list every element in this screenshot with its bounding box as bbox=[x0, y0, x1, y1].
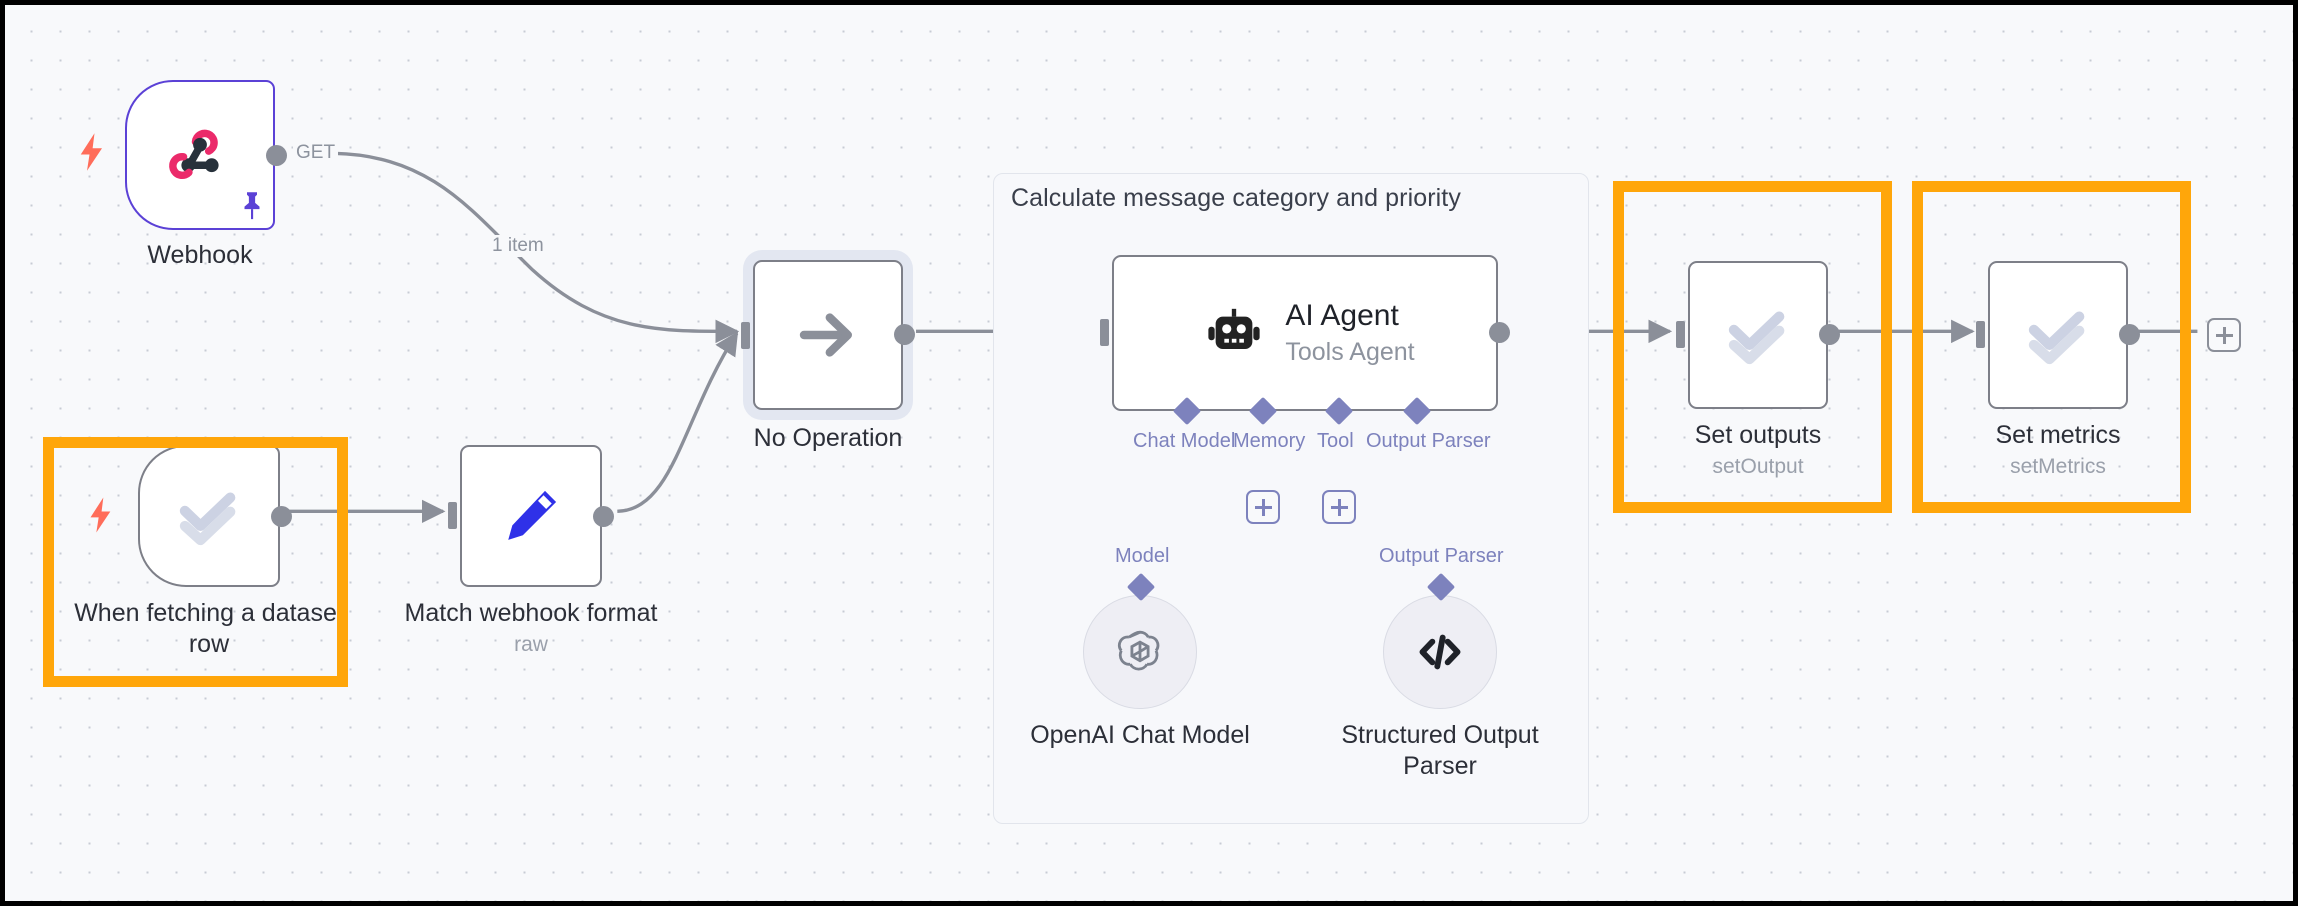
webhook-output-port[interactable] bbox=[266, 145, 287, 166]
when-fetching-node-box[interactable] bbox=[138, 445, 280, 587]
node-label-match-webhook: Match webhook format bbox=[404, 599, 658, 627]
plus-vertical-bar bbox=[1337, 498, 1341, 516]
evaluation-check-icon bbox=[2028, 311, 2085, 365]
node-set-metrics[interactable] bbox=[1976, 261, 2140, 409]
no-operation-output-port[interactable] bbox=[894, 324, 915, 345]
node-no-operation[interactable] bbox=[741, 260, 915, 410]
openai-icon bbox=[1117, 630, 1160, 671]
highlight-when-fetching bbox=[43, 437, 348, 687]
ai-agent-input-port[interactable] bbox=[1100, 319, 1109, 346]
match-webhook-node-box[interactable] bbox=[460, 445, 602, 587]
edit-pencil-icon bbox=[508, 490, 557, 540]
evaluation-check-icon bbox=[179, 492, 236, 546]
lightning-bolt-icon bbox=[87, 497, 115, 538]
ai-agent-output-port[interactable] bbox=[1489, 322, 1510, 343]
match-webhook-output-port[interactable] bbox=[593, 506, 614, 527]
pin-icon[interactable] bbox=[239, 191, 265, 226]
node-structured-output-parser[interactable] bbox=[1383, 595, 1497, 709]
set-outputs-node-box[interactable] bbox=[1688, 261, 1828, 409]
add-tool-button[interactable] bbox=[1322, 490, 1356, 524]
node-sublabel-set-metrics: setMetrics bbox=[2010, 455, 2106, 478]
highlight-set-outputs bbox=[1613, 181, 1892, 513]
conn-label-output-parser-sub: Output Parser bbox=[1379, 545, 1504, 567]
node-set-outputs[interactable] bbox=[1676, 261, 1840, 409]
plus-vertical-bar bbox=[1261, 498, 1265, 516]
highlight-set-metrics bbox=[1912, 181, 2191, 513]
no-operation-input-port[interactable] bbox=[741, 322, 750, 349]
add-node-button[interactable] bbox=[2207, 318, 2241, 352]
node-when-fetching-dataset-row[interactable] bbox=[138, 445, 292, 587]
conn-label-output-parser: Output Parser bbox=[1366, 430, 1491, 452]
ai-agent-node-box[interactable]: AI Agent Tools Agent bbox=[1112, 255, 1498, 411]
robot-icon bbox=[1208, 308, 1260, 349]
webhook-icon bbox=[169, 129, 219, 180]
edge-label-items: 1 item bbox=[489, 235, 547, 257]
node-openai-chat-model[interactable] bbox=[1083, 595, 1197, 709]
set-metrics-input-port[interactable] bbox=[1976, 321, 1985, 348]
node-label-set-outputs: Set outputs bbox=[1694, 421, 1822, 449]
lightning-bolt-icon bbox=[77, 133, 107, 176]
node-label-no-operation: No Operation bbox=[753, 424, 903, 452]
set-metrics-output-port[interactable] bbox=[2119, 324, 2140, 345]
node-label-structured-output-parser: Structured Output Parser bbox=[1341, 721, 1539, 780]
conn-label-chat-model: Chat Model bbox=[1133, 430, 1236, 452]
node-match-webhook-format[interactable] bbox=[448, 445, 614, 587]
conn-label-memory: Memory bbox=[1233, 430, 1306, 452]
edge-label-get: GET bbox=[293, 142, 339, 164]
set-outputs-input-port[interactable] bbox=[1676, 321, 1685, 348]
arrow-right-icon bbox=[799, 313, 852, 357]
plus-vertical-bar bbox=[2222, 326, 2226, 344]
node-sublabel-match-webhook: raw bbox=[514, 633, 548, 656]
set-outputs-output-port[interactable] bbox=[1819, 324, 1840, 345]
node-sublabel-set-outputs: setOutput bbox=[1712, 455, 1804, 478]
node-label-webhook: Webhook bbox=[147, 241, 253, 269]
node-label-set-metrics: Set metrics bbox=[1995, 421, 2121, 449]
ai-agent-title: AI Agent bbox=[1285, 299, 1399, 333]
code-brackets-icon bbox=[1419, 634, 1461, 670]
node-label-openai-chat-model: OpenAI Chat Model bbox=[1030, 721, 1250, 749]
group-title: Calculate message category and priority bbox=[1011, 184, 1461, 212]
node-label-when-fetching: When fetching a dataset row bbox=[74, 599, 344, 658]
match-webhook-input-port[interactable] bbox=[448, 502, 457, 529]
node-ai-agent[interactable]: AI Agent Tools Agent bbox=[1100, 255, 1510, 411]
evaluation-check-icon bbox=[1728, 311, 1785, 365]
add-memory-button[interactable] bbox=[1246, 490, 1280, 524]
conn-label-tool: Tool bbox=[1317, 430, 1354, 452]
no-operation-node-box[interactable] bbox=[753, 260, 903, 410]
conn-label-model: Model bbox=[1115, 545, 1170, 567]
ai-agent-content: AI Agent Tools Agent bbox=[1195, 299, 1415, 366]
ai-agent-subtitle: Tools Agent bbox=[1285, 337, 1415, 366]
